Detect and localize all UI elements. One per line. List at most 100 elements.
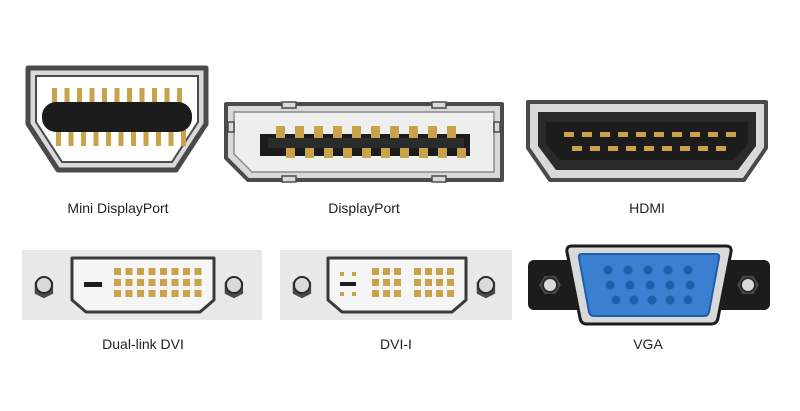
pin — [152, 88, 157, 104]
pin — [114, 268, 121, 275]
dual-link-dvi-connector — [22, 250, 262, 320]
pin — [114, 88, 120, 104]
pin — [194, 268, 202, 275]
pin — [114, 290, 121, 297]
dvi-i-screw-left — [292, 276, 312, 299]
pin — [137, 268, 144, 275]
pin — [143, 130, 149, 146]
pin — [81, 130, 86, 146]
displayport-connector — [224, 101, 504, 183]
dual-link-dvi-label: Dual-link DVI — [102, 336, 184, 352]
dvi-screw-right — [224, 276, 244, 299]
pin — [324, 148, 333, 158]
pin — [64, 88, 70, 104]
pin — [572, 146, 582, 151]
pin — [183, 279, 190, 286]
pin-hole — [623, 265, 633, 275]
pin — [636, 132, 646, 137]
pin — [436, 290, 443, 297]
pin — [118, 130, 124, 146]
pin — [608, 146, 618, 151]
pin — [394, 268, 401, 275]
dvi-i-label: DVI-I — [380, 336, 412, 352]
pin — [447, 290, 454, 297]
pin — [419, 148, 428, 158]
pin — [414, 290, 421, 297]
pin — [654, 132, 664, 137]
pin — [394, 290, 401, 297]
pin — [194, 290, 202, 297]
pin — [726, 132, 736, 137]
pin — [457, 148, 466, 158]
pin — [93, 130, 99, 146]
pin — [383, 290, 390, 297]
pin-hole — [603, 265, 613, 275]
displayport-label: DisplayPort — [328, 200, 400, 216]
pin — [148, 279, 156, 286]
pin — [600, 132, 610, 137]
pin — [381, 148, 390, 158]
mini-displayport-connector — [25, 65, 209, 173]
pin — [436, 268, 443, 275]
pin — [362, 148, 371, 158]
pin — [425, 290, 432, 297]
pin — [436, 279, 443, 286]
pin — [139, 88, 145, 104]
pin — [372, 268, 379, 275]
pin — [102, 88, 107, 104]
pin — [314, 126, 323, 138]
dvi-screw-left — [34, 276, 54, 299]
pin-hole — [605, 280, 615, 290]
pin — [125, 268, 133, 275]
pin — [194, 279, 202, 286]
pin — [716, 146, 726, 151]
pin-hole — [625, 280, 635, 290]
pin — [425, 279, 432, 286]
pin — [183, 268, 190, 275]
pin — [52, 88, 57, 104]
pin — [168, 130, 174, 146]
pin — [698, 146, 708, 151]
pin-hole — [629, 295, 639, 305]
pin — [177, 88, 182, 104]
pin — [295, 126, 304, 138]
pin — [618, 132, 628, 137]
pin — [352, 126, 361, 138]
pin-hole — [665, 280, 675, 290]
pin — [372, 290, 379, 297]
pin — [372, 279, 379, 286]
pin — [276, 126, 285, 138]
pin — [394, 279, 401, 286]
pin — [160, 279, 167, 286]
pin — [708, 132, 718, 137]
pin — [644, 146, 654, 151]
pin — [171, 268, 179, 275]
pin — [131, 130, 136, 146]
pin — [68, 130, 74, 146]
pin — [148, 268, 156, 275]
pin — [371, 126, 380, 138]
pin — [447, 279, 454, 286]
pin — [127, 88, 132, 104]
pin — [160, 290, 167, 297]
vga-label: VGA — [633, 336, 663, 352]
pin — [137, 290, 144, 297]
pin — [414, 268, 421, 275]
hdmi-label: HDMI — [629, 200, 665, 216]
pin — [680, 146, 690, 151]
pin — [114, 279, 121, 286]
pin-hole — [683, 265, 693, 275]
pin — [305, 148, 314, 158]
vga-screw-right — [734, 274, 762, 296]
pin — [383, 279, 390, 286]
pin — [148, 290, 156, 297]
pin — [438, 148, 447, 158]
pin-hole — [665, 295, 675, 305]
pin — [343, 148, 352, 158]
pin — [156, 130, 161, 146]
pin — [662, 146, 672, 151]
pin — [160, 268, 167, 275]
hdmi-connector — [526, 100, 768, 182]
pin — [447, 268, 454, 275]
